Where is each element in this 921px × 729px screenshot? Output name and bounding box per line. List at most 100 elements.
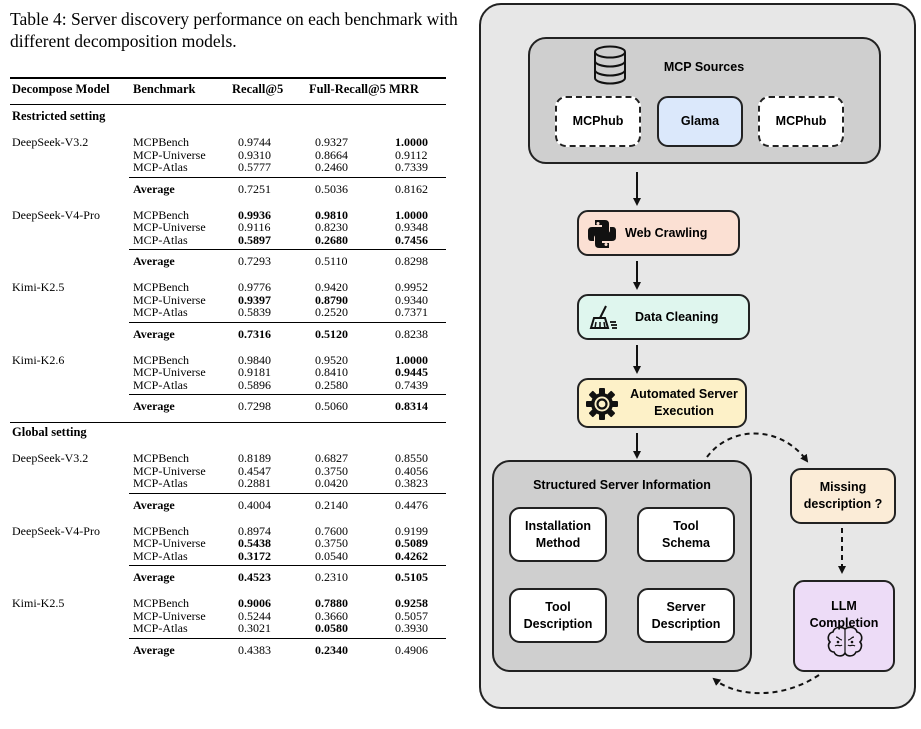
benchmark-name: MCP-Atlas xyxy=(133,377,188,392)
brain-icon xyxy=(827,626,863,657)
metric-value: 0.7600 xyxy=(315,523,348,538)
metric-value: 0.9116 xyxy=(238,220,271,234)
benchmark-name: MCPBench xyxy=(133,135,190,149)
benchmark-name: MCPBench xyxy=(133,352,190,367)
average-value: 0.8314 xyxy=(395,399,428,413)
average-rule xyxy=(129,394,446,395)
average-rule xyxy=(129,637,446,639)
mcp-sources-title: MCP Sources xyxy=(663,60,745,74)
benchmark-name: MCPBench xyxy=(133,523,190,538)
model-name: Kimi-K2.5 xyxy=(12,280,65,294)
benchmark-name: MCP-Universe xyxy=(133,536,206,550)
tool-description-box: Tool Description xyxy=(509,588,607,643)
metric-value: 0.7439 xyxy=(395,377,428,392)
metric-value: 0.2680 xyxy=(315,232,348,247)
llm-completion-box: LLM Completion xyxy=(793,580,895,672)
column-header: Recall@5 xyxy=(232,82,284,96)
installation-method-label-2: Method xyxy=(535,535,581,550)
average-value: 0.5060 xyxy=(315,399,348,413)
average-value: 0.4383 xyxy=(238,642,271,657)
metric-value: 0.2520 xyxy=(315,305,348,319)
source-mcphub-right: MCPhub xyxy=(758,96,844,147)
arrow-structured-to-missing xyxy=(706,432,809,463)
installation-method-box: Installation Method xyxy=(509,507,607,562)
average-label: Average xyxy=(133,181,175,196)
column-header: Full-Recall@5 xyxy=(309,82,386,96)
metric-value: 0.9258 xyxy=(395,596,428,610)
llm-completion-label-1: LLM xyxy=(831,599,857,613)
metric-value: 0.9340 xyxy=(395,292,428,307)
average-value: 0.4476 xyxy=(395,497,428,512)
average-label: Average xyxy=(133,642,175,657)
average-rule xyxy=(129,565,446,566)
arrow-llm-to-structured xyxy=(712,674,820,695)
tool-schema-label-2: Schema xyxy=(662,535,710,550)
metric-value: 0.8664 xyxy=(315,147,348,162)
average-value: 0.5036 xyxy=(315,181,348,196)
benchmark-name: MCP-Universe xyxy=(133,220,206,234)
benchmark-name: MCP-Universe xyxy=(133,365,206,379)
web-crawling-label: Web Crawling xyxy=(625,225,708,240)
metric-value: 0.4056 xyxy=(395,463,428,478)
metric-value: 0.7880 xyxy=(315,596,348,610)
metric-value: 0.8974 xyxy=(238,523,271,538)
average-value: 0.2340 xyxy=(315,642,348,657)
column-header: Benchmark xyxy=(133,82,196,96)
metric-value: 0.9936 xyxy=(238,207,271,222)
section-label: Restricted setting xyxy=(12,109,106,123)
column-header: Decompose Model xyxy=(12,82,110,96)
benchmark-name: MCPBench xyxy=(133,451,190,465)
average-value: 0.5110 xyxy=(315,254,348,268)
benchmark-name: MCP-Universe xyxy=(133,147,206,162)
average-value: 0.2310 xyxy=(315,570,348,584)
benchmark-name: MCP-Universe xyxy=(133,463,206,478)
average-value: 0.8238 xyxy=(395,326,428,341)
metric-value: 0.9744 xyxy=(238,135,271,149)
header-rule xyxy=(10,104,446,105)
server-description-label-1: Server xyxy=(666,599,706,614)
tool-schema-label-1: Tool xyxy=(673,518,699,533)
metric-value: 0.6827 xyxy=(315,451,348,465)
average-value: 0.8162 xyxy=(395,181,428,196)
database-icon xyxy=(594,45,626,85)
metric-value: 0.5089 xyxy=(395,536,428,550)
metric-value: 0.5438 xyxy=(238,536,271,550)
metric-value: 0.9112 xyxy=(395,147,428,162)
metric-value: 0.5896 xyxy=(238,377,271,392)
metric-value: 0.9348 xyxy=(395,220,428,234)
missing-description-label-2: description ? xyxy=(803,497,883,511)
average-value: 0.7251 xyxy=(238,181,271,196)
benchmark-name: MCP-Atlas xyxy=(133,160,188,174)
average-value: 0.4523 xyxy=(238,570,271,584)
pipeline-diagram: MCP Sources MCPhub Glama MCPhub Web Craw… xyxy=(479,3,916,709)
benchmark-name: MCP-Universe xyxy=(133,292,206,307)
metric-value: 1.0000 xyxy=(395,135,428,149)
server-execution-step: Automated Server Execution xyxy=(577,378,747,428)
server-description-box: Server Description xyxy=(637,588,735,643)
broom-icon xyxy=(589,305,617,329)
average-value: 0.5105 xyxy=(395,570,428,584)
source-mcphub-left: MCPhub xyxy=(555,96,641,147)
average-rule xyxy=(129,249,446,250)
section-label: Global setting xyxy=(12,425,87,439)
model-name: DeepSeek-V4-Pro xyxy=(12,523,100,538)
metric-value: 0.9840 xyxy=(238,352,271,367)
metric-value: 0.3823 xyxy=(395,476,428,490)
metric-value: 0.2580 xyxy=(315,377,348,392)
average-rule xyxy=(129,321,446,323)
average-label: Average xyxy=(133,497,175,512)
metric-value: 0.2460 xyxy=(315,160,348,174)
metric-value: 0.3021 xyxy=(238,621,271,635)
table-caption: Table 4: Server discovery performance on… xyxy=(10,9,458,51)
metric-value: 0.9181 xyxy=(238,365,271,379)
benchmark-name: MCPBench xyxy=(133,207,190,222)
metric-value: 0.8230 xyxy=(315,220,348,234)
metric-value: 0.7371 xyxy=(395,305,428,319)
average-value: 0.8298 xyxy=(395,254,428,268)
benchmark-name: MCP-Atlas xyxy=(133,232,188,247)
benchmark-name: MCPBench xyxy=(133,596,190,610)
average-label: Average xyxy=(133,570,175,584)
metric-value: 0.8550 xyxy=(395,451,428,465)
metric-value: 0.5777 xyxy=(238,160,271,174)
metric-value: 0.9520 xyxy=(315,352,348,367)
